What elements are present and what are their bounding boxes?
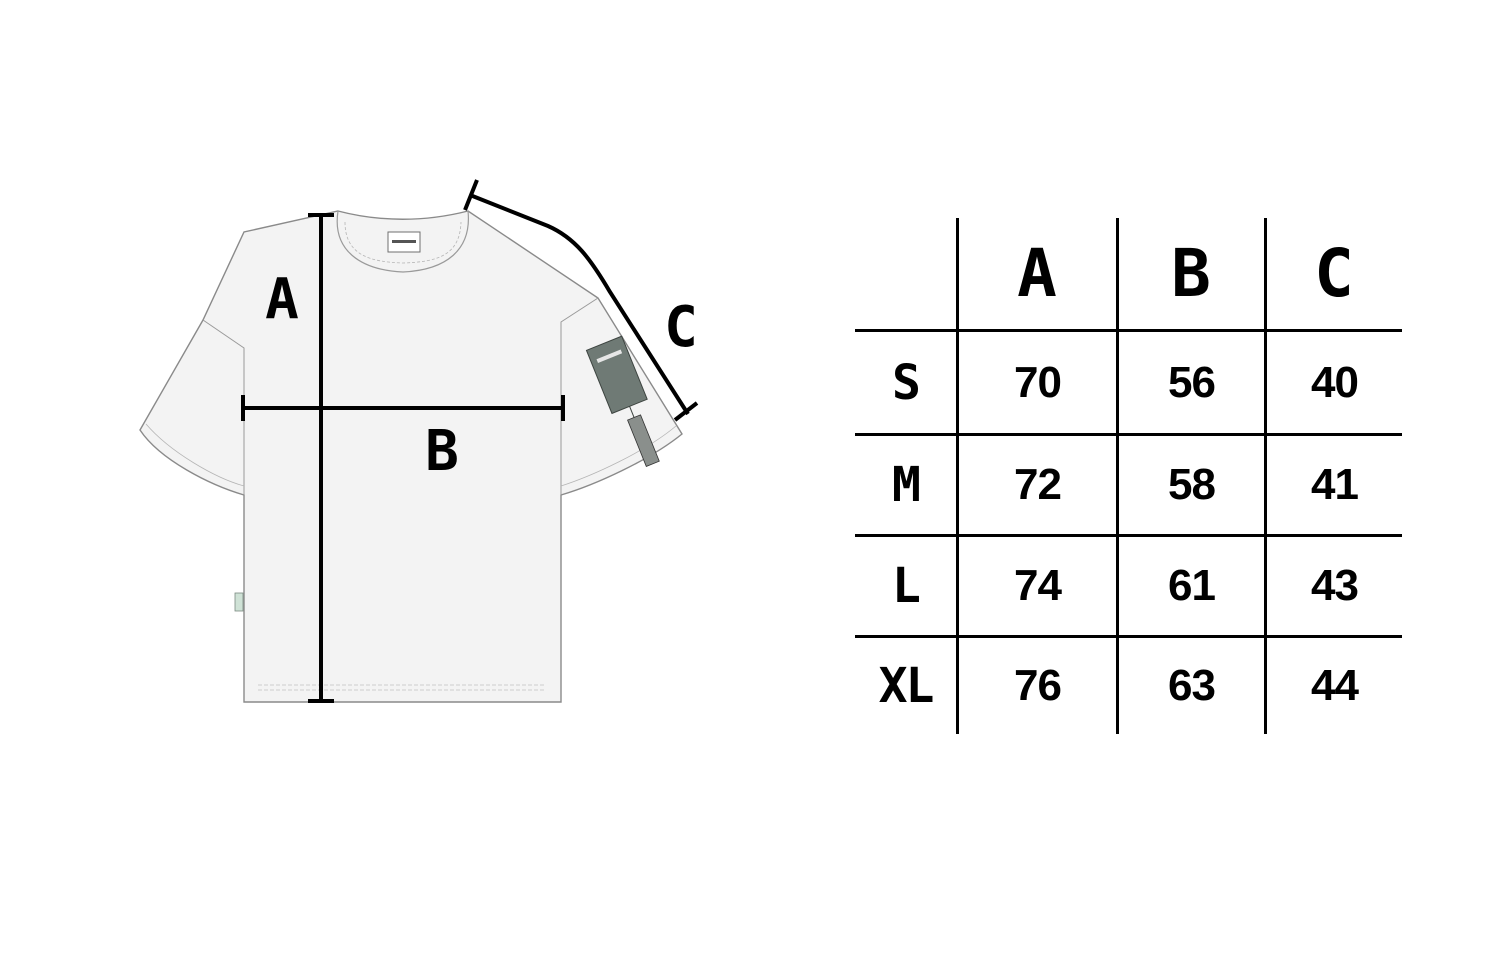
right-sleeve-seam [560,297,599,495]
row-size-label: XL [878,658,935,714]
table-divider-v2 [1116,218,1119,734]
tshirt-outline [139,210,683,703]
label-c: C [664,295,698,360]
side-tag-icon [234,592,244,612]
table-divider-h3 [855,534,1402,537]
label-b: B [425,419,459,484]
right-sleeve-hem [560,425,677,487]
table-divider-h2 [855,433,1402,436]
column-header-b: B [1171,235,1212,312]
collar [336,210,469,273]
table-divider-h4 [855,635,1402,638]
table-cell: 43 [1311,561,1359,610]
table-cell: 40 [1311,357,1359,407]
left-sleeve-seam [202,319,245,495]
tshirt-diagram: A B C [139,179,699,703]
column-header-a: A [1017,235,1058,312]
hang-tag-icon [585,335,660,467]
measure-c-cap-top [463,179,479,211]
table-cell: 41 [1311,460,1359,509]
table-cell: 56 [1168,357,1216,407]
table-cell: 72 [1014,460,1062,509]
label-a: A [265,267,299,332]
row-size-label: M [892,457,921,513]
row-size-label: L [892,558,921,614]
table-cell: 74 [1014,561,1062,610]
table-divider-v3 [1264,218,1267,734]
table-divider-v1 [956,218,959,734]
table-cell: 61 [1168,561,1216,610]
measure-c-cap-bottom [673,401,699,422]
column-header-c: C [1314,235,1355,312]
table-divider-h1 [855,329,1402,332]
table-cell: 63 [1168,661,1216,710]
collar-stitch [344,221,462,264]
table-cell: 76 [1014,661,1062,710]
left-sleeve-hem [145,423,245,487]
row-size-label: S [892,354,921,411]
measure-c-line [469,193,690,416]
table-cell: 44 [1311,661,1359,710]
size-table: A B C S 70 56 40 M 72 58 41 L 74 61 43 X… [855,218,1402,734]
table-cell: 70 [1014,357,1062,407]
table-cell: 58 [1168,460,1216,509]
